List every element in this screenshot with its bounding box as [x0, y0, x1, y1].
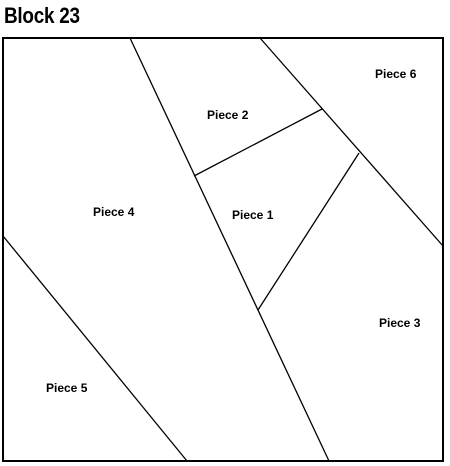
seam-line-piece1-piece3: [257, 152, 360, 311]
block-title: Block 23: [4, 3, 80, 28]
block-border: [2, 37, 444, 462]
piece-1-label: Piece 1: [232, 208, 274, 222]
seam-line-left-long: [129, 37, 330, 462]
piece-2-label: Piece 2: [207, 108, 249, 122]
piece-4-label: Piece 4: [93, 205, 135, 219]
seam-line-piece2-piece1: [193, 108, 323, 177]
piece-5-label: Piece 5: [46, 381, 88, 395]
piece-6-label: Piece 6: [375, 67, 417, 81]
seam-line-right-long: [259, 37, 444, 247]
piece-3-label: Piece 3: [379, 316, 421, 330]
seam-line-piece5-piece4: [2, 235, 188, 462]
